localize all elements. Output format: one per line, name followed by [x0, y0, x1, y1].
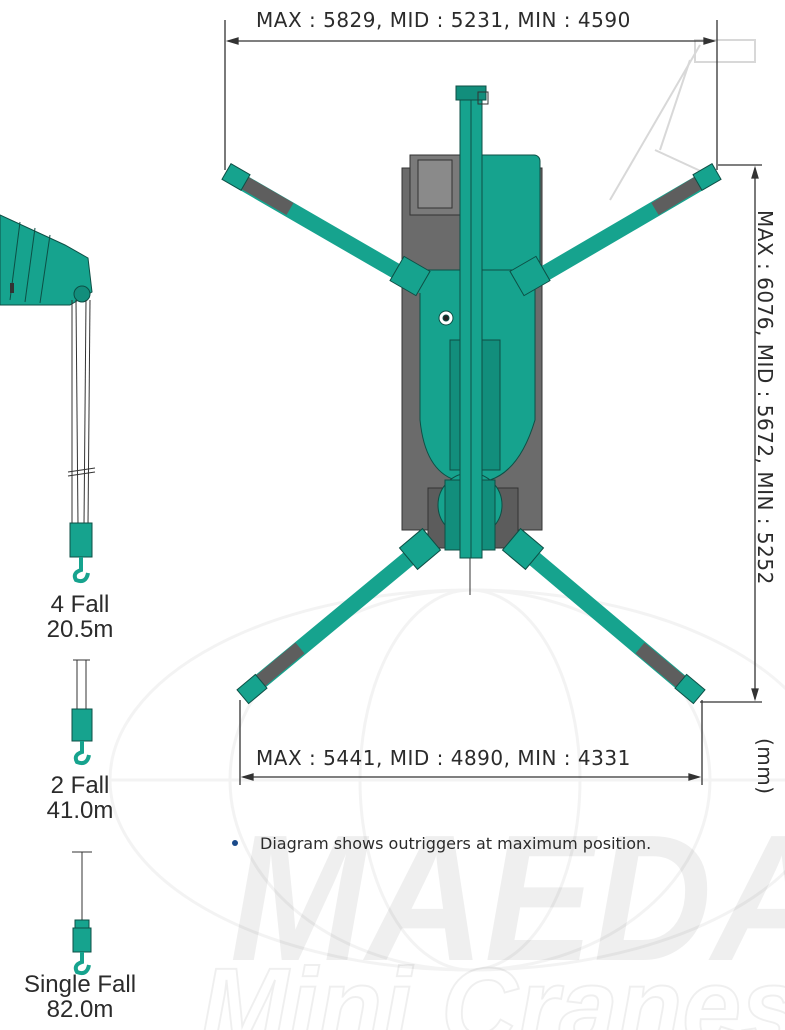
- outrigger-lower-right: [501, 527, 706, 705]
- watermark-logo: MAEDA: [230, 798, 785, 999]
- bottom-dimension: [239, 700, 703, 785]
- two-fall-length: 41.0m: [46, 797, 114, 825]
- right-dimension: [700, 164, 762, 703]
- boom: [455, 85, 489, 595]
- outrigger-lower-left: [236, 527, 442, 705]
- watermark-subtitle: Mini Cranes: [200, 946, 785, 1030]
- top-dimension: [224, 20, 718, 170]
- outrigger-upper-left: [221, 163, 431, 297]
- right-dimension-label: MAX : 6076, MID : 5672, MIN : 5252: [753, 210, 777, 585]
- two-fall-rope: [73, 659, 90, 710]
- bottom-dimension-label: MAX : 5441, MID : 4890, MIN : 4331: [256, 746, 631, 770]
- four-fall-label: 4 Fall: [50, 591, 110, 618]
- diagram-note: Diagram shows outriggers at maximum posi…: [232, 834, 651, 853]
- single-fall-hook-icon: [72, 919, 92, 976]
- unit-label: (mm): [753, 738, 777, 795]
- single-fall-rope: [72, 851, 92, 922]
- two-fall-hook-icon: [71, 708, 93, 766]
- two-fall-label-group: 2 Fall 41.0m: [10, 772, 150, 825]
- single-fall-length: 82.0m: [46, 996, 114, 1024]
- top-dimension-label: MAX : 5829, MID : 5231, MIN : 4590: [256, 8, 631, 32]
- ghost-outline: [609, 39, 756, 201]
- single-fall-label: Single Fall: [23, 971, 137, 998]
- four-fall-length: 20.5m: [46, 616, 114, 644]
- single-fall-label-group: Single Fall 82.0m: [10, 971, 150, 1024]
- outrigger-upper-right: [509, 163, 722, 297]
- four-fall-rope: [67, 299, 96, 526]
- boom-tip-side-view: [0, 214, 93, 306]
- four-fall-label-group: 4 Fall 20.5m: [10, 591, 150, 644]
- diagram-note-text: Diagram shows outriggers at maximum posi…: [260, 834, 652, 853]
- two-fall-label: 2 Fall: [50, 772, 110, 799]
- four-fall-hook-icon: [69, 522, 93, 584]
- bullet-icon: [232, 839, 238, 846]
